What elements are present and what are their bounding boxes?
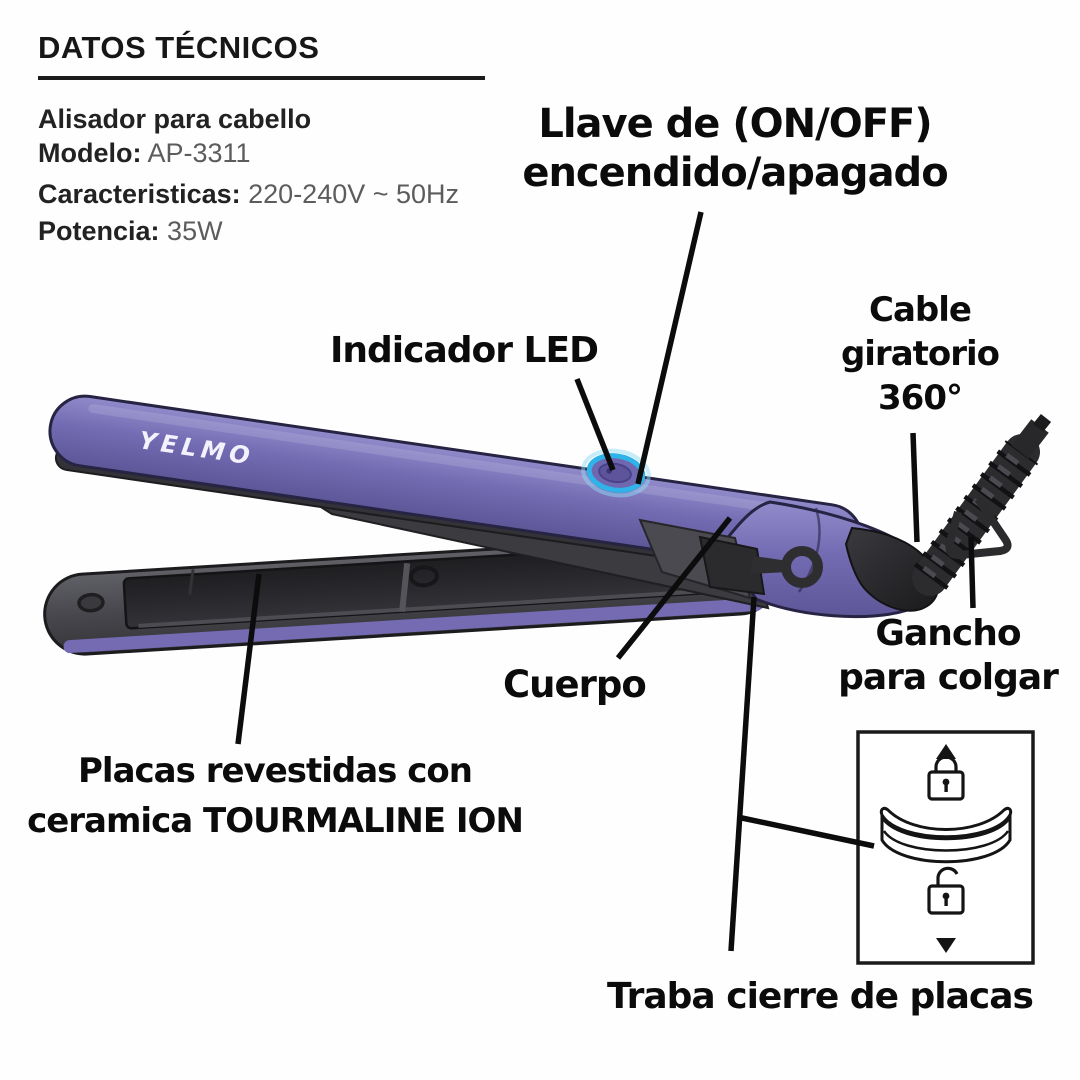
arrow-down-icon xyxy=(936,938,956,953)
callout-ceramic-plates: Placas revestidas con ceramica TOURMALIN… xyxy=(5,746,545,846)
plate-divider xyxy=(399,562,411,613)
cord-elbow xyxy=(844,526,940,612)
callout-cable-line2: giratorio xyxy=(840,334,1000,374)
tip-screw-hole xyxy=(77,592,105,613)
model-label: Modelo: xyxy=(38,138,142,168)
callout-body: Cuerpo xyxy=(503,663,647,706)
hinge-block xyxy=(698,535,766,596)
leader-cable xyxy=(910,432,920,543)
lock-legend-box xyxy=(856,730,1035,965)
lower-arm-purple-strip xyxy=(63,598,763,654)
cord-tip xyxy=(1011,419,1049,459)
product-name: Alisador para cabello xyxy=(38,104,312,134)
lower-plate-edge-highlight xyxy=(138,587,726,628)
callout-hook-line2: para colgar xyxy=(838,657,1059,698)
leader-lines xyxy=(235,211,976,952)
cord-coil-highlight xyxy=(922,445,1025,579)
power-label: Potencia: xyxy=(38,216,160,246)
callout-power-switch-line1: Llave de (ON/OFF) xyxy=(538,101,932,147)
plate-screw-hole-middle xyxy=(409,565,439,588)
callout-hook-line1: Gancho xyxy=(875,613,1021,654)
tech-data-title: DATOS TÉCNICOS xyxy=(38,30,320,65)
tech-data-rule xyxy=(38,76,485,80)
specs-value: 220-240V ~ 50Hz xyxy=(248,179,460,209)
tech-row-specs: Caracteristicas: 220-240V ~ 50Hz xyxy=(38,176,490,213)
specs-label: Caracteristicas: xyxy=(38,179,241,209)
cord-tip-end xyxy=(1032,413,1052,433)
leader-body xyxy=(615,516,733,660)
callout-power-switch-line2: encendido/apagado xyxy=(522,150,948,196)
callout-cable-line1: Cable xyxy=(869,290,972,330)
hanging-hook xyxy=(945,496,1012,560)
lock-lever-icon xyxy=(879,806,1013,864)
leader-lock-vertical xyxy=(728,596,757,952)
plate-tip-divider xyxy=(188,569,195,595)
arrow-up-icon xyxy=(936,744,956,759)
power-value: 35W xyxy=(167,216,223,246)
hinge-spring-bar xyxy=(750,556,788,574)
tech-row-power: Potencia: 35W xyxy=(38,213,490,250)
tech-row-model: Modelo: AP-3311 xyxy=(38,135,490,172)
callout-plate-lock: Traba cierre de placas xyxy=(607,976,1034,1017)
swivel-cord xyxy=(844,413,1052,612)
padlock-closed-icon xyxy=(927,755,965,801)
power-switch-pad[interactable] xyxy=(598,461,632,484)
callout-hanging-hook: Gancho para colgar xyxy=(798,612,1080,700)
padlock-open-icon xyxy=(927,866,965,915)
model-value: AP-3311 xyxy=(147,138,251,168)
tech-data-panel: DATOS TÉCNICOS Alisador para cabello Mod… xyxy=(38,30,490,250)
callout-led-indicator: Indicador LED xyxy=(330,330,599,371)
callout-plates-line1: Placas revestidas con xyxy=(78,751,473,791)
callout-power-switch: Llave de (ON/OFF) encendido/apagado xyxy=(515,100,955,198)
led-glow-ring xyxy=(581,448,651,498)
led-indicator xyxy=(581,448,651,498)
leader-plates xyxy=(235,573,262,745)
hinge-ring xyxy=(781,546,823,588)
leader-hook xyxy=(968,536,976,609)
leader-power-switch xyxy=(635,211,704,485)
leader-lock-branch xyxy=(741,815,875,849)
leader-led xyxy=(574,377,616,472)
callout-swivel-cable: Cable giratorio 360° xyxy=(820,288,1020,420)
callout-plates-line2: ceramica TOURMALINE ION xyxy=(27,801,524,841)
callout-cable-line3: 360° xyxy=(878,378,963,418)
